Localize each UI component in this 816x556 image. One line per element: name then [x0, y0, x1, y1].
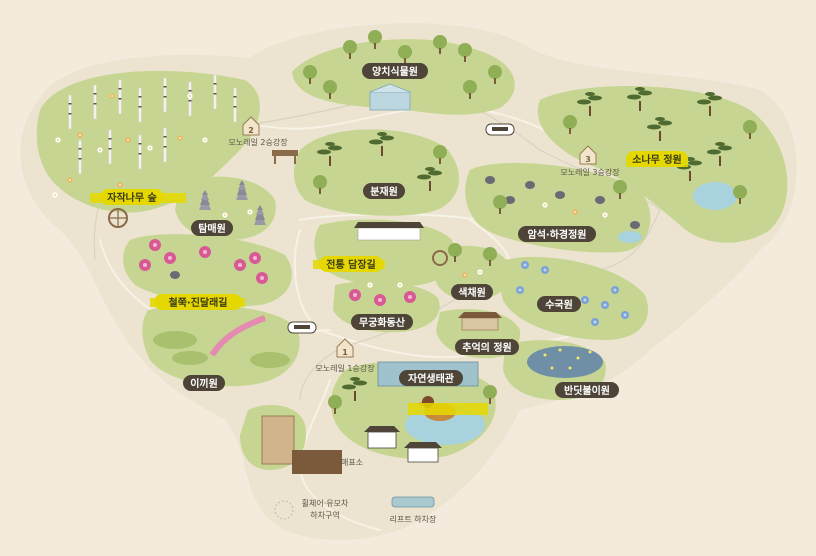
garden-label-rock[interactable]: 암석·하경정원: [518, 226, 596, 242]
lift-drop-off[interactable]: 리프트 하차장: [390, 496, 437, 524]
lift-label: 리프트 하차장: [390, 514, 437, 524]
garden-label-text: 소나무 정원: [632, 153, 681, 166]
garden-label-text: 양치식물원: [372, 65, 418, 78]
station-number: 1: [342, 348, 348, 357]
garden-label-rose-of-sharon[interactable]: 무궁화동산: [351, 314, 413, 330]
garden-label-pine[interactable]: 소나무 정원: [626, 151, 688, 167]
garden-label-water[interactable]: 수국원: [537, 296, 581, 312]
station-label: 모노레일 3승강장: [560, 167, 620, 177]
monorail-station-2[interactable]: 2 모노레일 2승강장: [228, 116, 288, 147]
garden-label-moss[interactable]: 이끼원: [183, 375, 225, 391]
garden-label-text: 수국원: [545, 298, 573, 311]
garden-label-text: 색채원: [458, 286, 486, 299]
ticket-office-label: 매표소: [341, 458, 363, 467]
wheelchair-label-line1: 휠체어·유모차: [302, 498, 349, 508]
greenhouse-icon: [369, 83, 411, 111]
moss-garden: [153, 315, 290, 368]
garden-label-tropical[interactable]: 양치식물원: [362, 63, 428, 79]
garden-label-text: 자연생태관: [408, 372, 455, 385]
waterwheel-icon: [108, 208, 128, 228]
garden-label-text: 탐매원: [198, 222, 226, 235]
garden-label-birch[interactable]: 자작나무 숲: [100, 189, 164, 205]
garden-label-pagoda[interactable]: 탐매원: [191, 220, 233, 236]
firefly-garden: [527, 346, 603, 378]
garden-label-color[interactable]: 색채원: [451, 284, 493, 300]
garden-label-text: 무궁화동산: [359, 316, 406, 329]
monorail-train-icon: [287, 321, 317, 334]
wheelchair-drop-off[interactable]: 휠체어·유모차 하차구역: [274, 498, 349, 520]
station-number: 2: [248, 126, 254, 135]
wheelchair-label-line2: 하차구역: [310, 510, 339, 520]
garden-label-text: 전통 담장길: [326, 258, 375, 271]
station-house-icon: [242, 116, 260, 136]
garden-label-wall[interactable]: 전통 담장길: [319, 256, 383, 272]
station-house-icon: [579, 145, 597, 165]
pavilion-icon: [272, 150, 298, 164]
memory-garden: [458, 312, 502, 331]
garden-label-text: 철쭉·진달래길: [169, 296, 228, 309]
traditional-wall: [354, 222, 448, 266]
station-label: 모노레일 2승강장: [228, 137, 288, 147]
garden-label-memory[interactable]: 추억의 정원: [455, 339, 519, 355]
garden-label-eco[interactable]: 자연생태관: [399, 370, 463, 386]
garden-label-text: 자작나무 숲: [107, 191, 156, 204]
monorail-station-3[interactable]: 3 모노레일 3승강장: [560, 145, 620, 177]
garden-label-bonsai[interactable]: 분재원: [363, 183, 405, 199]
monorail-station-1[interactable]: 1 모노레일 1승강장: [315, 338, 375, 373]
garden-label-text: 분재원: [370, 185, 398, 198]
garden-label-azalea[interactable]: 철쭉·진달래길: [154, 294, 242, 310]
garden-label-text: 반딧불이원: [564, 384, 610, 397]
garden-label-firefly[interactable]: 반딧불이원: [555, 382, 619, 398]
garden-label-text: 추억의 정원: [462, 341, 511, 354]
entrance-buildings: [261, 415, 442, 474]
station-label: 모노레일 1승강장: [315, 363, 375, 373]
garden-label-text: 암석·하경정원: [528, 228, 587, 241]
station-house-icon: [336, 338, 354, 358]
station-number: 3: [585, 155, 591, 164]
garden-label-text: 이끼원: [190, 377, 218, 390]
monorail-train-icon: [485, 123, 515, 136]
